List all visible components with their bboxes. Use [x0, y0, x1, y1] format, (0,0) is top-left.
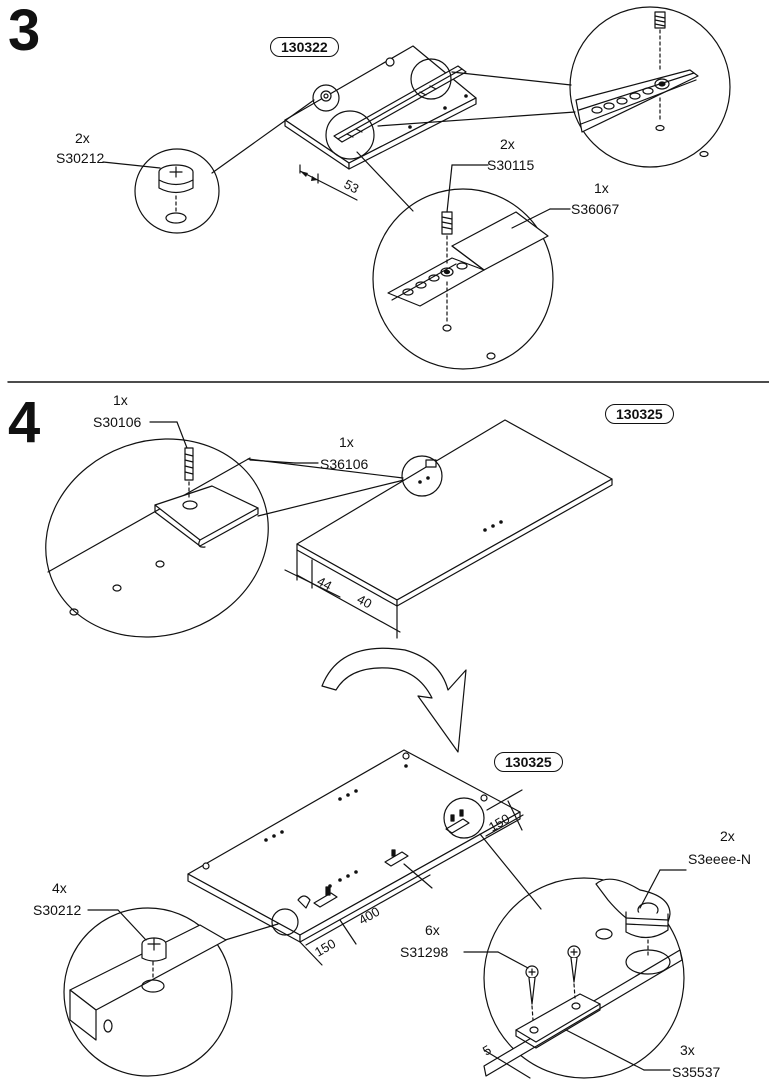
callout-qty: 2x [75, 130, 90, 146]
callout-code: S30115 [487, 157, 535, 173]
part-id-badge: 130322 [270, 37, 339, 57]
step4-detail-brackets: 5 [463, 833, 687, 1079]
callout-code: S30212 [33, 902, 82, 918]
callout-qty: 6x [425, 922, 440, 938]
flip-arrow [321, 647, 467, 753]
svg-text:40: 40 [355, 591, 375, 611]
step4-detail-bracket [45, 421, 405, 638]
callout-qty: 2x [720, 828, 735, 844]
step3-detail-slide-top [377, 6, 731, 168]
step3-panel: 53 [284, 45, 477, 201]
callout-qty: 3x [680, 1042, 695, 1058]
svg-text:5: 5 [480, 1042, 494, 1059]
callout-code: S30106 [93, 414, 142, 430]
callout-code: S36067 [571, 201, 620, 217]
step3-detail-cam [102, 99, 315, 234]
callout-qty: 1x [113, 392, 128, 408]
callout-qty: 1x [594, 180, 609, 196]
callout-qty: 2x [500, 136, 515, 152]
callout-code: S31298 [400, 944, 449, 960]
part-id-badge: 130325 [605, 404, 674, 424]
callout-code: S30212 [56, 150, 105, 166]
step-number: 3 [8, 0, 41, 63]
step4-panel-bottom: 150 150 400 [187, 749, 524, 966]
svg-text:53: 53 [342, 176, 362, 196]
callout-qty: 4x [52, 880, 67, 896]
callout-code: S36106 [320, 456, 369, 472]
step4-panel-top: 44 40 [284, 419, 613, 639]
part-id-badge: 130325 [494, 752, 563, 772]
svg-text:44: 44 [315, 573, 335, 593]
callout-qty: 1x [339, 434, 354, 450]
step4-detail-cam [63, 907, 279, 1077]
step3-detail-slide-bottom [356, 151, 571, 370]
step-number: 4 [8, 390, 41, 455]
callout-code: S3eeee-N [688, 851, 752, 867]
callout-code: S35537 [672, 1064, 721, 1080]
